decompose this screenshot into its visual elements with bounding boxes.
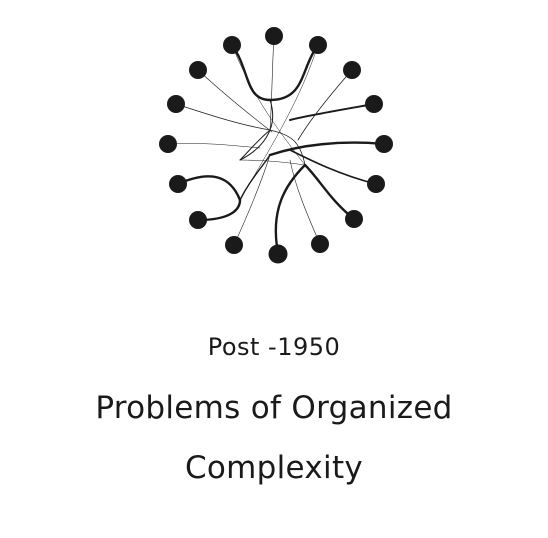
connection-edge xyxy=(269,129,306,166)
connection-edge xyxy=(289,159,321,245)
network-node xyxy=(343,61,361,79)
connection-edge xyxy=(274,163,307,255)
connection-edge xyxy=(303,163,356,221)
connection-edge xyxy=(239,44,319,201)
network-node xyxy=(365,95,383,113)
connection-edge xyxy=(175,103,271,131)
connection-edge xyxy=(197,69,273,133)
title-line-2: Complexity xyxy=(184,450,364,486)
connection-edge xyxy=(230,43,272,102)
connection-edge xyxy=(239,99,274,161)
connection-edge xyxy=(233,154,271,246)
connection-edge xyxy=(269,35,275,131)
connection-edge xyxy=(176,175,242,202)
connection-edge xyxy=(289,149,377,185)
network-node xyxy=(375,135,393,153)
network-node xyxy=(223,36,241,54)
network-node xyxy=(189,61,207,79)
network-node xyxy=(367,175,385,193)
network-node xyxy=(225,236,243,254)
title-line-1: Problems of Organized xyxy=(95,390,453,426)
organized-complexity-network xyxy=(159,27,393,264)
network-node xyxy=(167,95,185,113)
connection-edge xyxy=(268,43,320,102)
connection-edge xyxy=(289,103,375,121)
connection-edge xyxy=(268,141,386,157)
connection-edge xyxy=(239,129,271,161)
network-node xyxy=(169,175,187,193)
connection-edge xyxy=(239,159,306,166)
network-node xyxy=(309,36,327,54)
network-node xyxy=(345,210,363,228)
connection-edge xyxy=(239,154,271,201)
network-node xyxy=(189,211,207,229)
network-node xyxy=(265,27,283,45)
connection-edge xyxy=(167,143,261,149)
era-label: Post -1950 xyxy=(207,333,341,361)
network-connections xyxy=(167,35,386,255)
network-node xyxy=(159,135,177,153)
network-node xyxy=(311,235,329,253)
network-nodes xyxy=(159,27,393,264)
connection-edge xyxy=(231,44,306,166)
network-node xyxy=(268,244,288,264)
connection-edge xyxy=(297,69,353,141)
